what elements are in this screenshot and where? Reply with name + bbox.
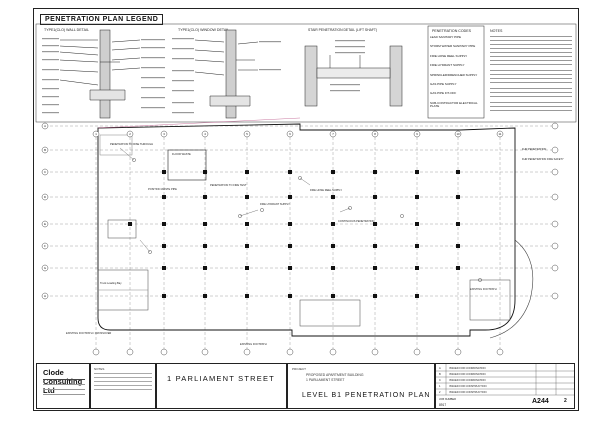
wall-detail-heading: TYPE1(CLO) WALL DETAIL (44, 28, 89, 32)
grid-row-a: A (44, 124, 46, 128)
grid-col-4: 4 (204, 132, 206, 136)
grid-col-1: 1 (95, 132, 97, 136)
stair-penetration-detail: STAIR PENETRATION DETAIL (LIFT SHAFT) (304, 28, 403, 107)
job-number: 8917 (439, 403, 446, 407)
rev-c-desc: ISSUED FOR COORDINATION (449, 378, 486, 382)
drawing-title-cell: PROJECT PROPOSED APARTMENT BUILDING 1 PA… (287, 363, 435, 409)
grid-rows (45, 125, 555, 297)
callout-fire-hydrant: FIRE HYDRANT SUPPLY (260, 202, 290, 206)
grid-col-9: 9 (416, 132, 418, 136)
grid-col-2: 2 (129, 132, 131, 136)
rev-a-desc: ISSUED FOR COORDINATION (449, 366, 486, 370)
callout-leaders (119, 147, 351, 253)
project-street-cell: 1 PARLIAMENT STREET (156, 363, 287, 409)
rev-2-desc: ISSUED FOR CONSTRUCTION (449, 390, 487, 394)
grid-row-c: C (44, 170, 46, 174)
rev-b-desc: ISSUED FOR COORDINATION (449, 372, 486, 376)
job-number-label: JOB NUMBER (439, 397, 456, 401)
grid-row-b: B (44, 148, 46, 152)
grid-bubbles-side (41, 122, 559, 300)
label-truck-loading: Truck Loading Bay (100, 281, 122, 285)
side-note-2: FHR PENETRATION FIRE SAFETY (522, 157, 564, 161)
legend-frame (35, 23, 577, 123)
grid-col-5: 5 (246, 132, 248, 136)
notes-heading: NOTES (490, 29, 503, 33)
code-item: STORM WATER SANITARY PIPE (430, 44, 476, 49)
code-item: LEAD SANITARY PIPE (430, 35, 462, 39)
callout-continuous: CONTINUOUS PENETRATION (338, 219, 375, 223)
window-detail-heading: TYPE1(CLO) WINDOW DETAIL (178, 28, 229, 32)
code-item: FIRE HOSE REEL SUPPLY (430, 53, 468, 58)
grid-row-f: F (44, 244, 46, 248)
plan-callouts: FLOOR WASTE PENETRATION TO RISE THROUGH … (66, 142, 564, 346)
company-name: Clode Consulting Ltd (43, 368, 83, 395)
rev-a: A (439, 366, 441, 370)
grid-columns (95, 132, 501, 350)
grid-col-10: 10 (456, 132, 460, 136)
grid-row-e: E (44, 222, 46, 226)
notes-cell: NOTES (90, 363, 156, 409)
rev-1: 1 (439, 384, 441, 388)
codes-heading: PENETRATION CODES (432, 29, 472, 33)
grid-row-h: H (44, 294, 46, 298)
grid-col-3: 3 (163, 132, 165, 136)
code-item: SUB-CONTRACTOR ELECTRICAL PLATE (430, 100, 478, 109)
structural-columns (128, 170, 460, 298)
sheet-revision: 2 (564, 398, 567, 404)
penetration-markers (132, 158, 482, 282)
rev-1-desc: ISSUED FOR CONSTRUCTION (449, 384, 487, 388)
revision-table: A ISSUED FOR COORDINATION B ISSUED FOR C… (436, 364, 574, 407)
project-address: 1 PARLIAMENT STREET (306, 378, 345, 382)
penetration-codes: PENETRATION CODES (427, 25, 485, 119)
grid-bubbles-top (92, 130, 504, 356)
wall-detail: TYPE1(CLO) WALL DETAIL (42, 28, 165, 119)
project-heading: PROJECT (292, 367, 307, 371)
sheet-number: A244 (532, 398, 549, 405)
project-street: 1 PARLIAMENT STREET (167, 374, 275, 383)
grid-col-8: 8 (374, 132, 376, 136)
stair-detail-heading: STAIR PENETRATION DETAIL (LIFT SHAFT) (308, 28, 377, 32)
callout-rise-through: PENETRATION TO RISE THROUGH (110, 142, 153, 146)
company-logo-cell: Clode Consulting Ltd (36, 363, 90, 409)
code-item: SPRINKLER/DRENCHER SUPPLY (430, 72, 478, 77)
rev-c: C (439, 378, 441, 382)
project-name: PROPOSED APARTMENT BUILDING (306, 373, 364, 377)
grid-row-labels: A B C D E F G H (44, 124, 46, 298)
codes-list: LEAD SANITARY PIPE STORM WATER SANITARY … (430, 35, 484, 115)
label-footpath-left: EXISTING FOOTPATH / CROSSOVER (66, 331, 111, 335)
label-footpath-right: EXISTING FOOTPATH (470, 287, 497, 291)
revision-cell: A ISSUED FOR COORDINATION B ISSUED FOR C… (435, 363, 575, 409)
grid-column-labels: 1 2 3 4 5 6 7 8 9 10 11 (95, 132, 502, 136)
rev-b: B (439, 372, 441, 376)
side-note-1: FHR PENETRATION (522, 147, 546, 151)
legend-notes: NOTES (490, 29, 572, 111)
callout-fire-hose: FIRE HOSE REEL SUPPLY (310, 188, 342, 192)
callout-waste-pipe: POSITION WASTE PIPE (148, 187, 177, 191)
grid-row-g: G (44, 266, 46, 270)
legend-title: PENETRATION PLAN LEGEND (40, 14, 164, 25)
rev-2: 2 (439, 390, 441, 394)
callout-fire-test: PENETRATION TO FIRE TEST (210, 183, 247, 187)
grid-col-6: 6 (289, 132, 291, 136)
floor-plan (45, 117, 555, 350)
grid-row-d: D (44, 195, 46, 199)
grid-col-11: 11 (499, 132, 502, 136)
code-item: FIRE HYDRANT SUPPLY (430, 63, 465, 68)
grid-col-7: 7 (332, 132, 334, 136)
window-detail: TYPE1(CLO) WINDOW DETAIL (172, 28, 281, 119)
callout-floor-waste: FLOOR WASTE (172, 152, 191, 156)
label-footpath-bottom: EXISTING FOOTPATH (240, 342, 267, 346)
code-item: GAS PIPE SUPPLY (430, 82, 457, 87)
tb-notes-heading: NOTES (94, 367, 105, 371)
sheet-border (33, 8, 579, 411)
code-item: GAS PIPE FIT-OFF (430, 91, 457, 96)
drawing-title: LEVEL B1 PENETRATION PLAN (302, 392, 431, 399)
